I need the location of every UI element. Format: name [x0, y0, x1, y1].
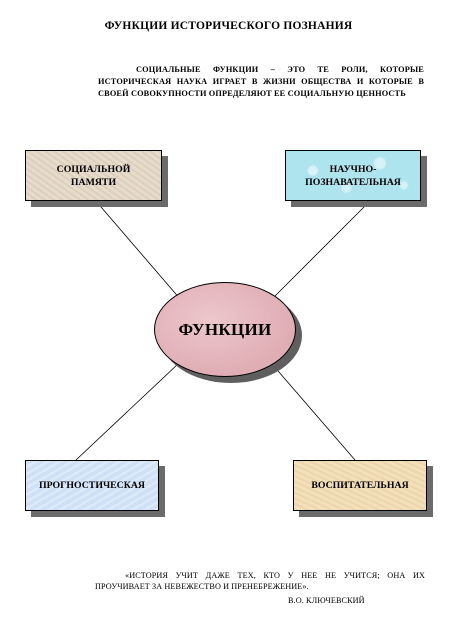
page-title: ФУНКЦИИ ИСТОРИЧЕСКОГО ПОЗНАНИЯ [104, 20, 353, 32]
node-scientific-cognitive-label: НАУЧНО-ПОЗНАВАТЕЛЬНАЯ [305, 163, 401, 188]
intro-paragraph: СОЦИАЛЬНЫЕ ФУНКЦИИ – ЭТО ТЕ РОЛИ, КОТОРЫ… [98, 65, 424, 99]
node-scientific-cognitive: НАУЧНО-ПОЗНАВАТЕЛЬНАЯ [285, 150, 421, 201]
quote-text: «ИСТОРИЯ УЧИТ ДАЖЕ ТЕХ, КТО У НЕЕ НЕ УЧИ… [95, 571, 425, 591]
node-prognostic-label: ПРОГНОСТИЧЕСКАЯ [38, 480, 146, 491]
quote-author: В.О. КЛЮЧЕВСКИЙ [288, 596, 365, 605]
node-social-memory: СОЦИАЛЬНОЙ ПАМЯТИ [25, 150, 162, 201]
connector-prognostic [75, 363, 179, 461]
node-educational: ВОСПИТАТЕЛЬНАЯ [293, 460, 427, 511]
connector-memory [94, 199, 182, 301]
node-social-memory-label: СОЦИАЛЬНОЙ ПАМЯТИ [56, 163, 131, 188]
node-prognostic: ПРОГНОСТИЧЕСКАЯ [25, 460, 159, 511]
node-educational-label: ВОСПИТАТЕЛЬНАЯ [311, 480, 409, 491]
center-functions: ФУНКЦИИ [154, 282, 296, 377]
connector-cognitive [272, 200, 371, 299]
connector-educational [271, 363, 356, 461]
center-functions-label: ФУНКЦИИ [178, 319, 272, 339]
